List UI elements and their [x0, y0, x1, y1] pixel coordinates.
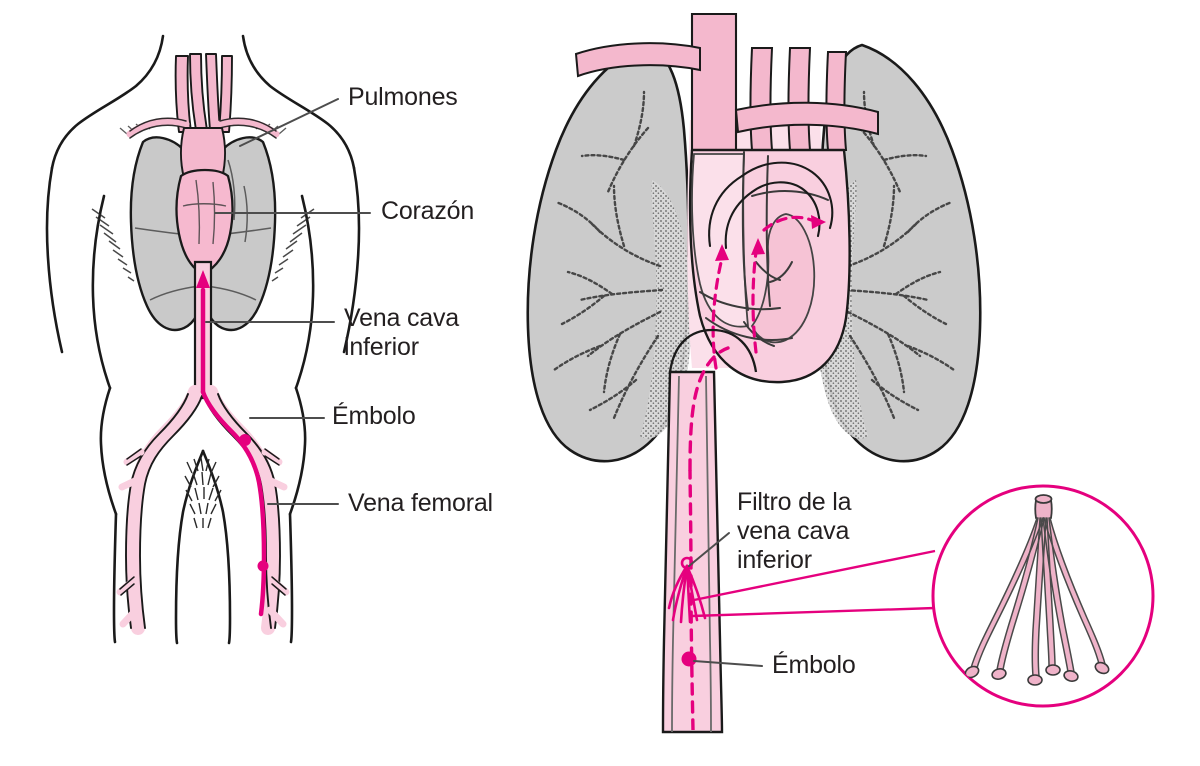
label-vena-cava-inferior: Vena cava inferior	[344, 304, 459, 362]
body-outline	[45, 34, 361, 645]
pubic-shading	[184, 457, 222, 529]
label-vena-cava-inferior-line2: inferior	[344, 333, 419, 361]
label-embolo-left: Émbolo	[332, 402, 416, 430]
bronchial-tree-right	[844, 90, 956, 420]
filter-hub	[1034, 499, 1053, 519]
label-vena-cava-inferior-line1: Vena cava	[344, 304, 459, 332]
filter-legs	[971, 515, 1105, 679]
panel-inset-filter	[931, 484, 1155, 708]
subclavian-outline	[129, 117, 277, 139]
label-corazon: Corazón	[381, 197, 475, 225]
ivc-heart-junction	[668, 328, 758, 373]
lung-detail-viewer-left	[526, 43, 690, 463]
inset-filter-drawing	[964, 494, 1110, 686]
filter-hub-cap	[1034, 494, 1053, 504]
vessel-branch-b	[787, 47, 812, 151]
heart-left-panel	[175, 168, 234, 276]
label-vena-femoral: Vena femoral	[348, 489, 493, 517]
leader-pulmones	[239, 98, 339, 147]
vessel-branch-c	[825, 51, 848, 151]
filter-feet	[964, 661, 1110, 686]
bronchial-tree-left	[552, 90, 664, 420]
label-embolo-right: Émbolo	[772, 651, 856, 679]
panel-right-thorax	[526, 12, 982, 734]
heart-inner-outlines	[699, 151, 829, 347]
leader-lines-left	[205, 98, 371, 505]
filter-legs-outline	[970, 517, 1106, 677]
vein-tributary-outlines	[119, 448, 287, 596]
embolus-dot-left-upper	[239, 434, 251, 446]
leader-filtro	[688, 532, 730, 567]
heart-cross-section	[688, 148, 851, 384]
inset-callout-lines	[691, 549, 936, 618]
vein-tributaries	[116, 448, 290, 628]
ivc-inner-wall	[671, 375, 680, 733]
label-filtro-vena-cava-inferior: Filtro de la vena cava inferior	[737, 488, 852, 575]
leader-embolo-derecho	[693, 660, 763, 667]
pulmonary-artery-cross-right	[734, 101, 879, 136]
embolus-arrow-left-panel	[196, 270, 210, 288]
panel-left-torso	[45, 34, 371, 645]
great-vessels-left-panel	[174, 53, 233, 133]
armpit-shading-left	[91, 208, 135, 282]
ivc-flow-line-upper	[688, 346, 730, 472]
embolus-path-left-panel	[200, 287, 267, 617]
label-filtro-line2: vena cava	[737, 517, 850, 545]
great-vessels-detail	[574, 12, 879, 152]
svc-trunk	[690, 12, 738, 152]
vein-outlines	[125, 393, 281, 629]
vessel-branch-a	[749, 47, 774, 151]
leader-lines-right	[688, 532, 763, 667]
valve-leaflets	[755, 261, 793, 283]
vena-cava-and-femoral-veins	[116, 260, 290, 635]
label-filtro-line1: Filtro de la	[737, 488, 852, 516]
label-filtro-line3: inferior	[737, 546, 812, 574]
label-pulmones: Pulmones	[348, 83, 458, 111]
embolus-dot-left-lower	[257, 560, 269, 572]
aortic-knob-cross	[574, 42, 701, 78]
embolus-detail-dot	[681, 651, 697, 667]
